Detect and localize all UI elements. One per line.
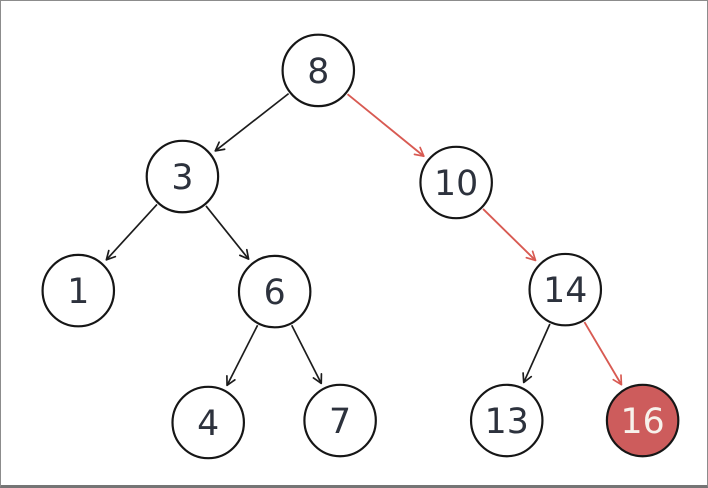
tree-node-label-16: 16 — [621, 402, 665, 442]
tree-node-label-6: 6 — [264, 273, 286, 313]
tree-node-label-7: 7 — [329, 402, 351, 442]
tree-node-label-13: 13 — [485, 402, 529, 442]
tree-edge-14-13 — [522, 323, 551, 384]
tree-node-6: 6 — [237, 254, 312, 329]
tree-node-circle-8 — [281, 33, 356, 108]
tree-node-circle-14 — [528, 252, 603, 327]
tree-node-8: 8 — [281, 33, 356, 108]
tree-node-4: 4 — [171, 385, 246, 460]
tree-edge-3-1 — [105, 203, 158, 261]
tree-node-1: 1 — [41, 253, 116, 328]
tree-node-circle-13 — [469, 383, 544, 458]
tree-node-circle-10 — [419, 145, 493, 220]
tree-edge-6-7 — [290, 324, 323, 385]
tree-edge-3-6 — [205, 205, 250, 260]
tree-node-13: 13 — [469, 383, 544, 458]
tree-node-circle-4 — [171, 385, 246, 460]
tree-edge-10-14 — [482, 208, 537, 262]
tree-edge-14-16 — [583, 321, 623, 386]
tree-node-label-10: 10 — [434, 164, 478, 204]
tree-edge-6-4 — [226, 324, 259, 387]
tree-node-16: 16 — [605, 383, 680, 458]
tree-node-circle-3 — [145, 139, 220, 214]
tree-node-10: 10 — [419, 145, 493, 220]
tree-node-circle-6 — [237, 254, 312, 329]
tree-edge-8-10 — [346, 93, 425, 158]
tree-node-label-14: 14 — [543, 271, 587, 311]
tree-node-label-1: 1 — [67, 272, 89, 312]
tree-node-3: 3 — [145, 139, 220, 214]
tree-node-label-8: 8 — [307, 52, 329, 92]
tree-node-label-4: 4 — [197, 404, 219, 444]
tree-node-14: 14 — [528, 252, 603, 327]
tree-node-circle-16 — [605, 383, 680, 458]
tree-node-label-3: 3 — [171, 158, 193, 198]
tree-node-7: 7 — [303, 383, 377, 458]
tree-node-circle-1 — [41, 253, 116, 328]
tree-edge-8-3 — [214, 92, 290, 152]
tree-node-circle-7 — [303, 383, 377, 458]
